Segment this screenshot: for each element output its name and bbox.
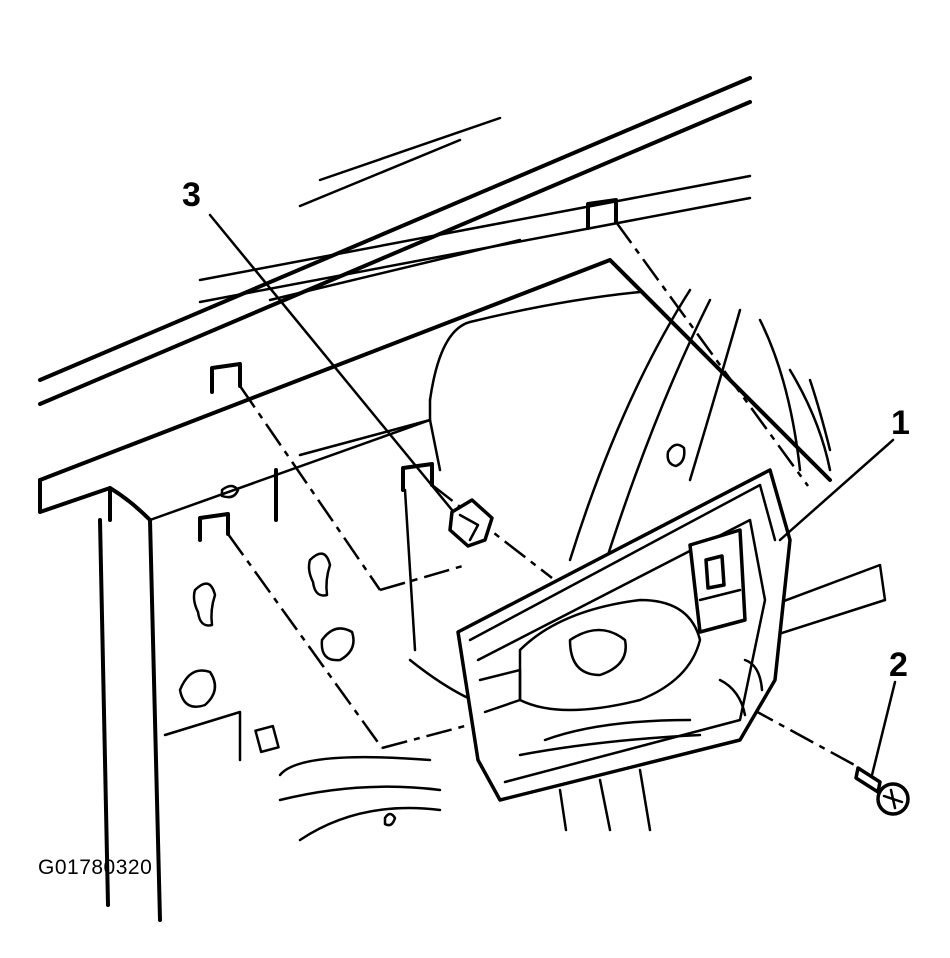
callout-label-3: 3 xyxy=(182,176,201,214)
installation-lines xyxy=(226,221,861,770)
mounting-tabs xyxy=(198,198,618,542)
callout-label-2: 2 xyxy=(889,646,908,684)
retainer-clip xyxy=(448,498,494,548)
figure-id: G01780320 xyxy=(38,856,153,879)
inside-handle-assembly xyxy=(456,468,792,802)
door-upper-lines xyxy=(38,76,752,406)
mechanism-rods xyxy=(408,288,832,832)
panel-holes xyxy=(178,443,686,827)
screw xyxy=(854,766,910,816)
door-inner-panel xyxy=(38,258,887,922)
callout-label-1: 1 xyxy=(891,404,910,442)
leader-lines xyxy=(208,213,897,777)
